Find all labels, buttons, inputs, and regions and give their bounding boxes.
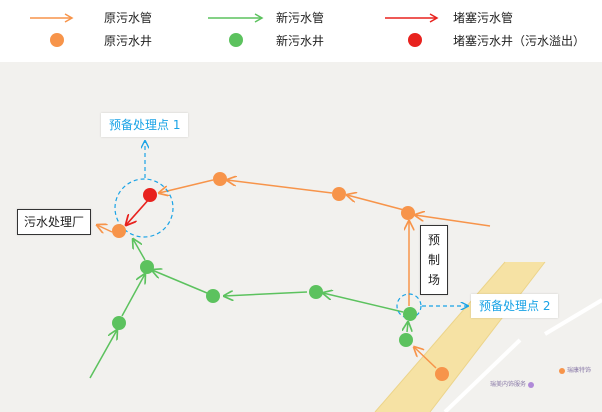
pretreat-point-1-circle [114,178,174,238]
original-pipe [97,225,113,232]
original-pipe [414,347,437,369]
original-wells [112,172,449,381]
new-well [206,289,220,303]
sewer-map: 预备处理点 1 污水处理厂 预 制 场 预备处理点 2 瑞康特饰 瑞美内饰服务 [0,62,602,412]
prefab-yard-char-1: 预 [427,233,440,247]
original-well [332,187,346,201]
new-well [403,307,417,321]
new-well [140,260,154,274]
pretreat-point-2-label: 预备处理点 2 [471,294,559,318]
new-pipe [133,239,146,261]
original-pipe [347,195,405,211]
prefab-yard-char-2: 制 [427,253,440,267]
new-pipe [407,322,408,333]
treatment-plant-label: 污水处理厂 [17,209,92,235]
new-pipes [89,239,408,379]
new-well [399,333,413,347]
pretreat-point-2-circle [396,293,422,319]
new-pipe [323,293,404,313]
legend-new-well-symbol [229,33,243,47]
new-pipe [152,270,208,294]
poi-pin-icon [528,382,534,388]
original-pipe [415,215,491,227]
original-pipes [97,180,491,306]
poi-pin-icon [559,368,565,374]
original-pipe [227,180,333,194]
map-legend: 原污水管 新污水管 堵塞污水管 原污水井 新污水井 堵塞污水井（污水溢出） [0,0,602,62]
prefab-yard-label: 预 制 场 [420,225,448,295]
legend-blocked-well-label: 堵塞污水井（污水溢出） [453,34,586,48]
pretreat-point-1-label: 预备处理点 1 [101,113,189,137]
legend-original-pipe-label: 原污水管 [104,11,153,25]
legend-new-pipe-symbol [208,13,264,23]
new-pipe [224,292,308,296]
legend-original-well-label: 原污水井 [104,34,153,48]
prefab-yard-char-3: 场 [427,273,440,287]
new-pipe [89,330,117,379]
poi-label: 瑞美内饰服务 [490,381,527,388]
legend-new-pipe-label: 新污水管 [276,11,325,25]
original-well [112,224,126,238]
new-well [112,316,126,330]
blocked-well [143,188,157,202]
original-well [213,172,227,186]
new-pipe [121,274,145,317]
map-canvas [89,62,602,412]
poi-label: 瑞康特饰 [567,367,592,374]
new-wells [112,260,417,347]
legend-blocked-well-symbol [408,33,422,47]
blocked-pipe [126,197,151,225]
road-small [443,298,602,412]
legend-new-well-label: 新污水井 [276,34,325,48]
legend-blocked-pipe-symbol [385,13,439,23]
legend-blocked-pipe-label: 堵塞污水管 [453,11,514,25]
legend-original-pipe-symbol [30,13,74,23]
legend-original-well-symbol [50,33,64,47]
new-well [309,285,323,299]
original-well [435,367,449,381]
legend-symbols [30,13,439,47]
original-well [401,206,415,220]
